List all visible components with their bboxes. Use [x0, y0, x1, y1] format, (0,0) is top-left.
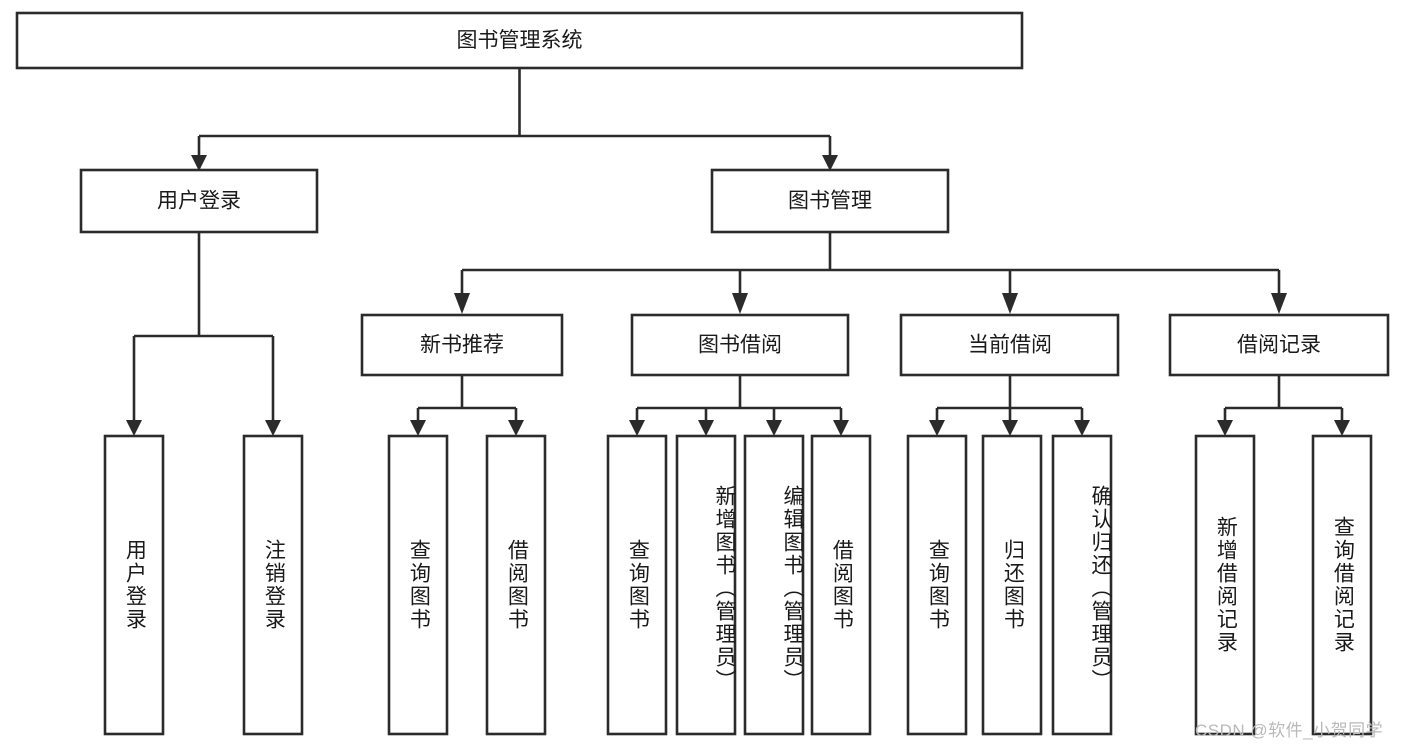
- arrow-head-leaf-bookborrow-1: [629, 420, 645, 436]
- node-box-user-login[interactable]: [79, 168, 319, 234]
- arrow-head-newbook: [454, 293, 470, 314]
- node-box-leaf-borrow-record-1[interactable]: [1194, 434, 1256, 736]
- node-box-new-book-recommend[interactable]: [360, 313, 564, 377]
- node-box-leaf-user-login-2[interactable]: [242, 434, 304, 736]
- arrow-head-bookmgmt: [822, 155, 838, 171]
- node-box-leaf-new-book-1[interactable]: [387, 434, 449, 736]
- node-box-current-borrow[interactable]: [899, 313, 1120, 377]
- node-box-leaf-current-borrow-1[interactable]: [906, 434, 968, 736]
- node-box-leaf-current-borrow-3[interactable]: [1051, 434, 1113, 736]
- node-label-current-borrow: 当前借阅: [968, 334, 1052, 357]
- node-box-root[interactable]: [15, 11, 1024, 70]
- node-label-root: 图书管理系统: [457, 29, 583, 52]
- node-box-leaf-new-book-2[interactable]: [485, 434, 547, 736]
- arrow-head-leaf-borrowrecord-1: [1217, 420, 1233, 436]
- node-box-leaf-book-borrow-2[interactable]: [675, 434, 737, 736]
- node-box-borrow-record[interactable]: [1168, 313, 1390, 377]
- arrow-head-leaf-borrowrecord-2: [1334, 420, 1350, 436]
- arrow-head-leaf-newbook-1: [410, 420, 426, 436]
- node-label-borrow-record: 借阅记录: [1237, 334, 1321, 357]
- node-box-leaf-book-borrow-1[interactable]: [606, 434, 668, 736]
- node-label-user-login: 用户登录: [157, 190, 241, 213]
- node-box-leaf-book-borrow-4[interactable]: [810, 434, 872, 736]
- node-box-leaf-current-borrow-2[interactable]: [981, 434, 1043, 736]
- node-box-leaf-book-borrow-3[interactable]: [743, 434, 805, 736]
- watermark-text: CSDN @软件_小贺同学: [1195, 721, 1384, 740]
- arrow-head-leaf-bookborrow-4: [833, 420, 849, 436]
- arrow-head-leaf-bookborrow-2: [698, 420, 714, 436]
- arrow-head-leaf-userlogin-2: [265, 420, 281, 436]
- edges-layer: [126, 68, 1350, 436]
- arrow-head-bookborrow: [732, 293, 748, 314]
- arrow-head-leaf-userlogin-1: [126, 420, 142, 436]
- arrow-head-currentborrow: [1002, 293, 1018, 314]
- node-box-leaf-user-login-1[interactable]: [103, 434, 165, 736]
- node-label-new-book-recommend: 新书推荐: [420, 334, 504, 357]
- arrow-head-leaf-currentborrow-2: [1002, 420, 1018, 436]
- node-label-book-management: 图书管理: [788, 190, 872, 213]
- arrow-head-leaf-newbook-2: [508, 420, 524, 436]
- arrow-head-leaf-currentborrow-1: [929, 420, 945, 436]
- nodes-layer: 图书管理系统 用户登录 图书管理 新书推荐 图书借阅 当前借阅 借阅记录: [15, 11, 1390, 736]
- node-box-leaf-borrow-record-2[interactable]: [1311, 434, 1373, 736]
- node-box-book-borrow[interactable]: [630, 313, 850, 377]
- node-box-book-management[interactable]: [710, 168, 950, 234]
- arrow-head-leaf-bookborrow-3: [766, 420, 782, 436]
- arrow-head-borrowrecord: [1271, 293, 1287, 314]
- arrow-head-userlogin: [191, 155, 207, 171]
- arrow-head-leaf-currentborrow-3: [1074, 420, 1090, 436]
- node-label-book-borrow: 图书借阅: [698, 334, 782, 357]
